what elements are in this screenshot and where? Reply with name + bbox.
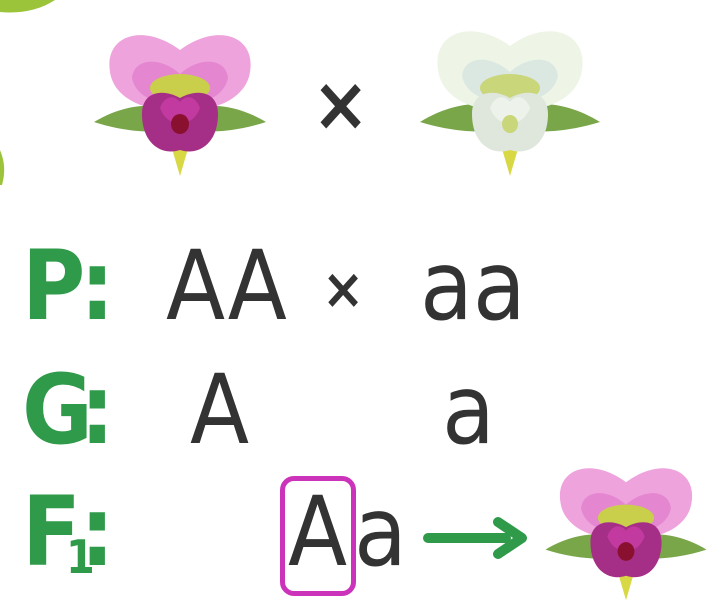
row-label-f1: F	[22, 476, 82, 588]
cross-symbol-p: ×	[322, 257, 365, 322]
genotype-parent-dominant: AA	[166, 230, 287, 342]
genotype-parent-recessive: aa	[420, 230, 526, 342]
row-colon-f1: :	[80, 476, 115, 588]
row-colon-g: :	[80, 354, 115, 466]
row-colon-p: :	[80, 230, 115, 342]
row-label-g: G	[22, 354, 93, 466]
row-label-f1-subscript: 1	[66, 530, 95, 584]
gamete-recessive: a	[442, 354, 495, 466]
offspring-dominant-allele: A	[288, 476, 348, 588]
white-flower-icon	[420, 31, 600, 176]
purple-flower-icon	[94, 35, 266, 176]
row-label-p: P	[22, 230, 86, 342]
purple-flower-icon	[545, 468, 707, 601]
offspring-recessive-allele: a	[354, 476, 407, 588]
gamete-dominant: A	[190, 354, 250, 466]
dominant-allele-highlight-box	[280, 476, 356, 596]
right-arrow-icon	[423, 517, 527, 559]
corner-leaf-decoration	[0, 0, 55, 185]
cross-symbol: ×	[312, 59, 370, 148]
